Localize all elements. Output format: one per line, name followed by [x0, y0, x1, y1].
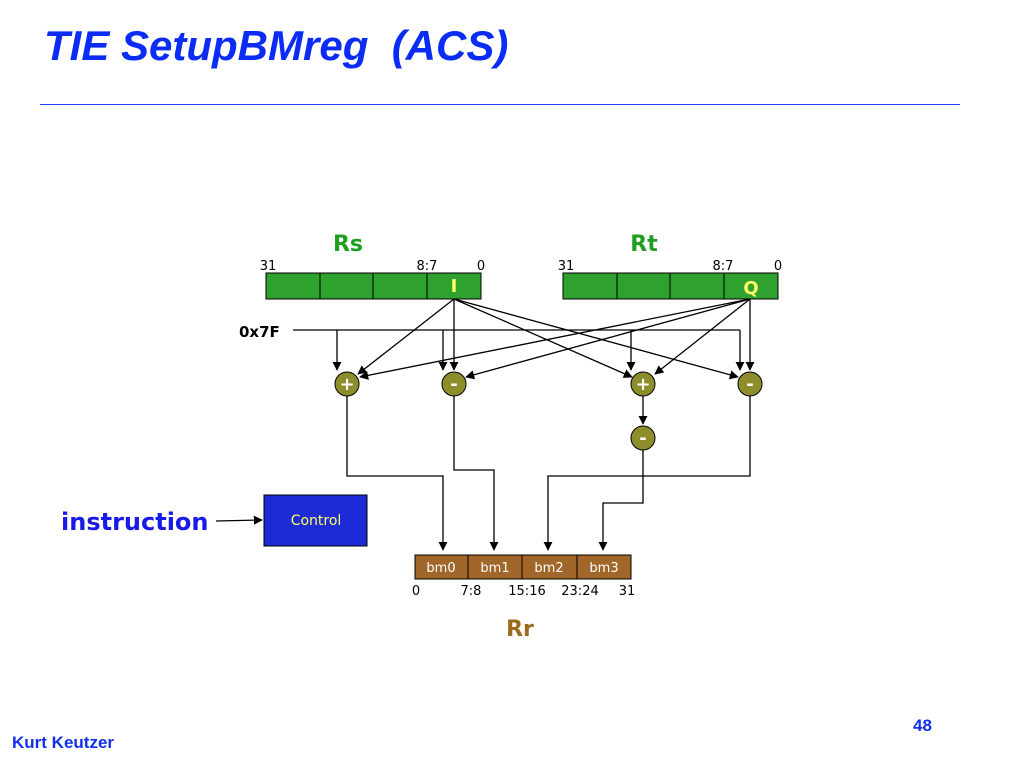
rr-label: Rr [506, 617, 534, 642]
title-divider [40, 104, 960, 105]
q-field-wires [359, 298, 755, 380]
rr-bit-4: 31 [619, 584, 636, 599]
rr-bit-2: 15:16 [508, 584, 545, 599]
subtractor-node-3: - [630, 425, 656, 451]
instruction-label: instruction [61, 508, 209, 536]
adder-node-2: + [630, 371, 656, 397]
rt-register [562, 272, 779, 300]
svg-text:-: - [450, 374, 457, 395]
rs-bit-lo: 0 [477, 259, 485, 274]
i-field-wires [357, 298, 739, 380]
instruction-arrow [215, 515, 263, 525]
footer-author: Kurt Keutzer [12, 733, 115, 752]
rs-bit-mid: 8:7 [417, 259, 438, 274]
svg-text:+: + [339, 374, 354, 395]
output-wires [346, 396, 751, 551]
rs-field-i: I [451, 276, 458, 297]
rt-label: Rt [630, 232, 658, 257]
constant-label: 0x7F [239, 323, 280, 341]
svg-text:-: - [746, 374, 753, 395]
rr-field-bm3: bm3 [589, 561, 618, 576]
rr-field-bm2: bm2 [534, 561, 563, 576]
rr-bit-0: 0 [412, 584, 420, 599]
rt-bit-hi: 31 [558, 259, 575, 274]
subtractor-node-2: - [737, 371, 763, 397]
rr-register [414, 554, 632, 580]
subtractor-node-1: - [441, 371, 467, 397]
slide-title: TIE SetupBMreg (ACS) [44, 22, 509, 69]
rs-label: Rs [333, 232, 363, 257]
adder-node-1: + [334, 371, 360, 397]
svg-text:-: - [639, 428, 646, 449]
rs-bit-hi: 31 [260, 259, 277, 274]
rr-field-bm0: bm0 [426, 561, 455, 576]
rr-bit-1: 7:8 [461, 584, 482, 599]
rs-register [265, 272, 482, 300]
constant-wires [293, 329, 745, 371]
rr-field-bm1: bm1 [480, 561, 509, 576]
page-number: 48 [913, 716, 932, 735]
svg-text:+: + [635, 374, 650, 395]
svg-text:Control: Control [291, 513, 342, 529]
control-block: Control [263, 494, 368, 547]
rt-field-q: Q [743, 278, 758, 299]
rt-bit-lo: 0 [774, 259, 782, 274]
rt-bit-mid: 8:7 [713, 259, 734, 274]
rr-bit-3: 23:24 [561, 584, 598, 599]
